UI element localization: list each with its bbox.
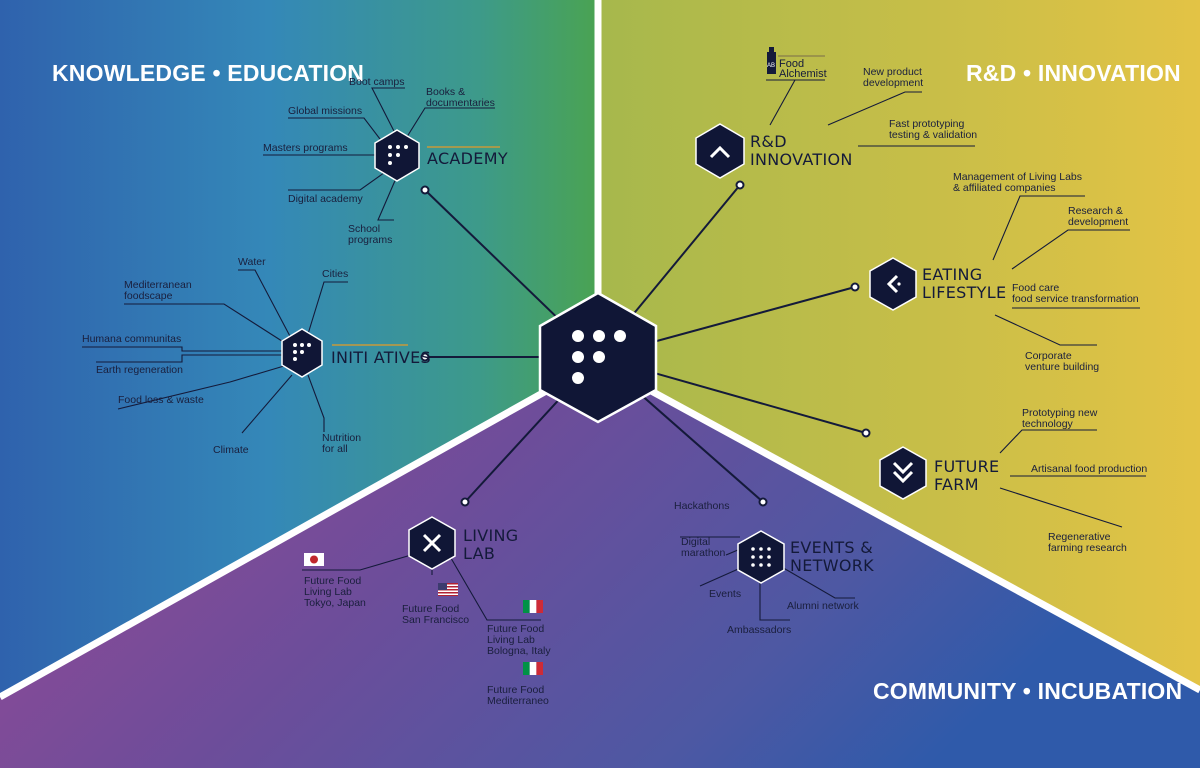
future-farm-hexagon[interactable] [879, 446, 927, 500]
community-region [0, 362, 1200, 768]
initiatives-item-mediterranean: Mediterranean foodscape [124, 279, 192, 302]
branch-lines [82, 79, 1146, 621]
future-farm-label[interactable]: FUTURE FARM [934, 457, 1000, 494]
italy-flag-icon [523, 662, 543, 675]
academy-item-global-missions: Global missions [288, 105, 363, 117]
events-item-hackathons: Hackathons [674, 500, 730, 512]
initiatives-item-food-loss: Food loss & waste [118, 394, 204, 406]
eating-item-research: Research & development [1068, 205, 1129, 228]
initiatives-item-water: Water [238, 256, 266, 268]
lab-item-bologna: Future Food Living Lab Bologna, Italy [487, 623, 551, 657]
eating-item-food-care: Food care food service transformation [1012, 282, 1139, 305]
eating-lifestyle-hexagon[interactable] [869, 257, 917, 311]
farm-item-prototyping: Prototyping new technology [1022, 407, 1098, 430]
academy-item-school: School programs [348, 223, 393, 246]
initiatives-item-climate: Climate [213, 444, 249, 456]
initiatives-item-nutrition: Nutrition for all [322, 432, 362, 455]
food-alchemist-logo-icon [767, 47, 825, 74]
lab-item-tokyo: Future Food Living Lab Tokyo, Japan [304, 575, 366, 609]
events-network-hexagon[interactable] [737, 530, 785, 584]
rd-region [598, 0, 1200, 690]
academy-item-digital-academy: Digital academy [288, 193, 363, 205]
chevron-up-icon [709, 145, 731, 159]
food-alchemist-badge: AB [767, 63, 776, 69]
italy-flag-icon [523, 600, 543, 613]
rd-innovation-hexagon[interactable] [695, 123, 745, 179]
academy-item-books: Books & documentaries [426, 86, 495, 109]
rd-innovation-label[interactable]: R&D INNOVATION [750, 132, 853, 169]
initiatives-item-earth: Earth regeneration [96, 364, 183, 376]
cross-arrows-icon [422, 533, 442, 553]
initiatives-item-humana: Humana communitas [82, 333, 182, 345]
living-lab-hexagon[interactable] [408, 516, 456, 570]
events-item-ambassadors: Ambassadors [727, 624, 792, 636]
rd-innovation-title: R&D • INNOVATION [966, 60, 1181, 86]
initiatives-hexagon[interactable] [281, 328, 323, 378]
academy-item-boot-camps: Boot camps [349, 76, 405, 88]
rd-item-new-product: New product development [863, 66, 924, 89]
academy-hexagon[interactable] [374, 129, 420, 182]
lab-item-mediterraneo: Future Food Mediterraneo [487, 684, 549, 707]
farm-item-regenerative: Regenerative farming research [1048, 531, 1127, 554]
chevron-left-icon [886, 274, 899, 294]
events-item-events: Events [709, 588, 742, 600]
eating-item-living-labs-management: Management of Living Labs & affiliated c… [953, 171, 1082, 194]
food-alchemist-label: Food Alchemist [779, 58, 827, 80]
dots-icon [293, 343, 311, 361]
events-item-digital-marathon: Digital marathon [681, 536, 726, 559]
title-accent-lines [332, 146, 500, 346]
usa-flag-icon [438, 583, 458, 596]
logo-dots-icon [572, 330, 626, 384]
japan-flag-icon [304, 553, 324, 566]
farm-item-artisanal: Artisanal food production [1031, 463, 1148, 475]
events-item-alumni: Alumni network [787, 600, 859, 612]
double-chevron-down-icon [892, 461, 914, 484]
eating-lifestyle-label[interactable]: EATING LIFESTYLE [922, 265, 1007, 302]
academy-item-masters: Masters programs [263, 142, 348, 154]
initiatives-item-cities: Cities [322, 268, 349, 280]
academy-label[interactable]: ACADEMY [427, 149, 508, 168]
community-incubation-title: COMMUNITY • INCUBATION [873, 678, 1183, 704]
dot-grid-icon [751, 547, 771, 567]
eating-item-corporate: Corporate venture building [1025, 350, 1100, 373]
center-logo-hexagon [538, 291, 658, 424]
living-lab-label[interactable]: LIVING LAB [463, 526, 519, 563]
knowledge-education-title: KNOWLEDGE • EDUCATION [52, 60, 365, 86]
dots-icon [388, 145, 408, 165]
rd-item-fast-prototyping: Fast prototyping testing & validation [889, 118, 978, 141]
initiatives-label[interactable]: INITI ATIVES [331, 348, 431, 367]
lab-item-san-francisco: Future Food San Francisco [402, 603, 470, 626]
events-network-label[interactable]: EVENTS & NETWORK [790, 538, 874, 575]
